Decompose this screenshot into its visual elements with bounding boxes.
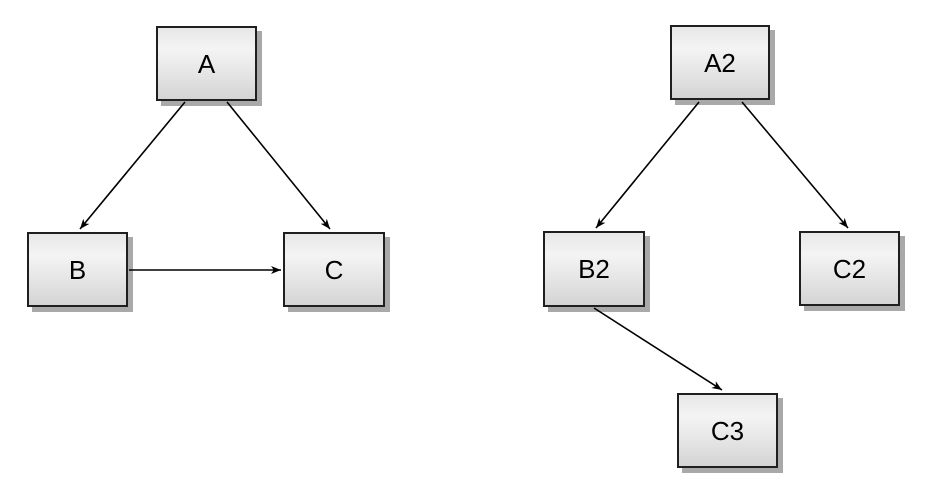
- graph-node-C2: C2: [799, 231, 900, 306]
- node-label-A: A: [197, 48, 216, 79]
- graph-node-C: C: [283, 232, 385, 307]
- node-label-C2: C2: [832, 253, 867, 284]
- node-label-A2: A2: [704, 47, 736, 78]
- graph-node-C3: C3: [677, 393, 778, 468]
- node-label-C3: C3: [710, 415, 745, 446]
- node-label-C: C: [324, 254, 344, 285]
- graph-node-B: B: [27, 232, 128, 307]
- node-label-B2: B2: [578, 254, 610, 284]
- node-label-B: B: [68, 254, 87, 285]
- graph-node-A: A: [156, 26, 257, 101]
- graph-node-A2: A2: [670, 25, 770, 100]
- graph-node-B2: B2: [543, 231, 645, 307]
